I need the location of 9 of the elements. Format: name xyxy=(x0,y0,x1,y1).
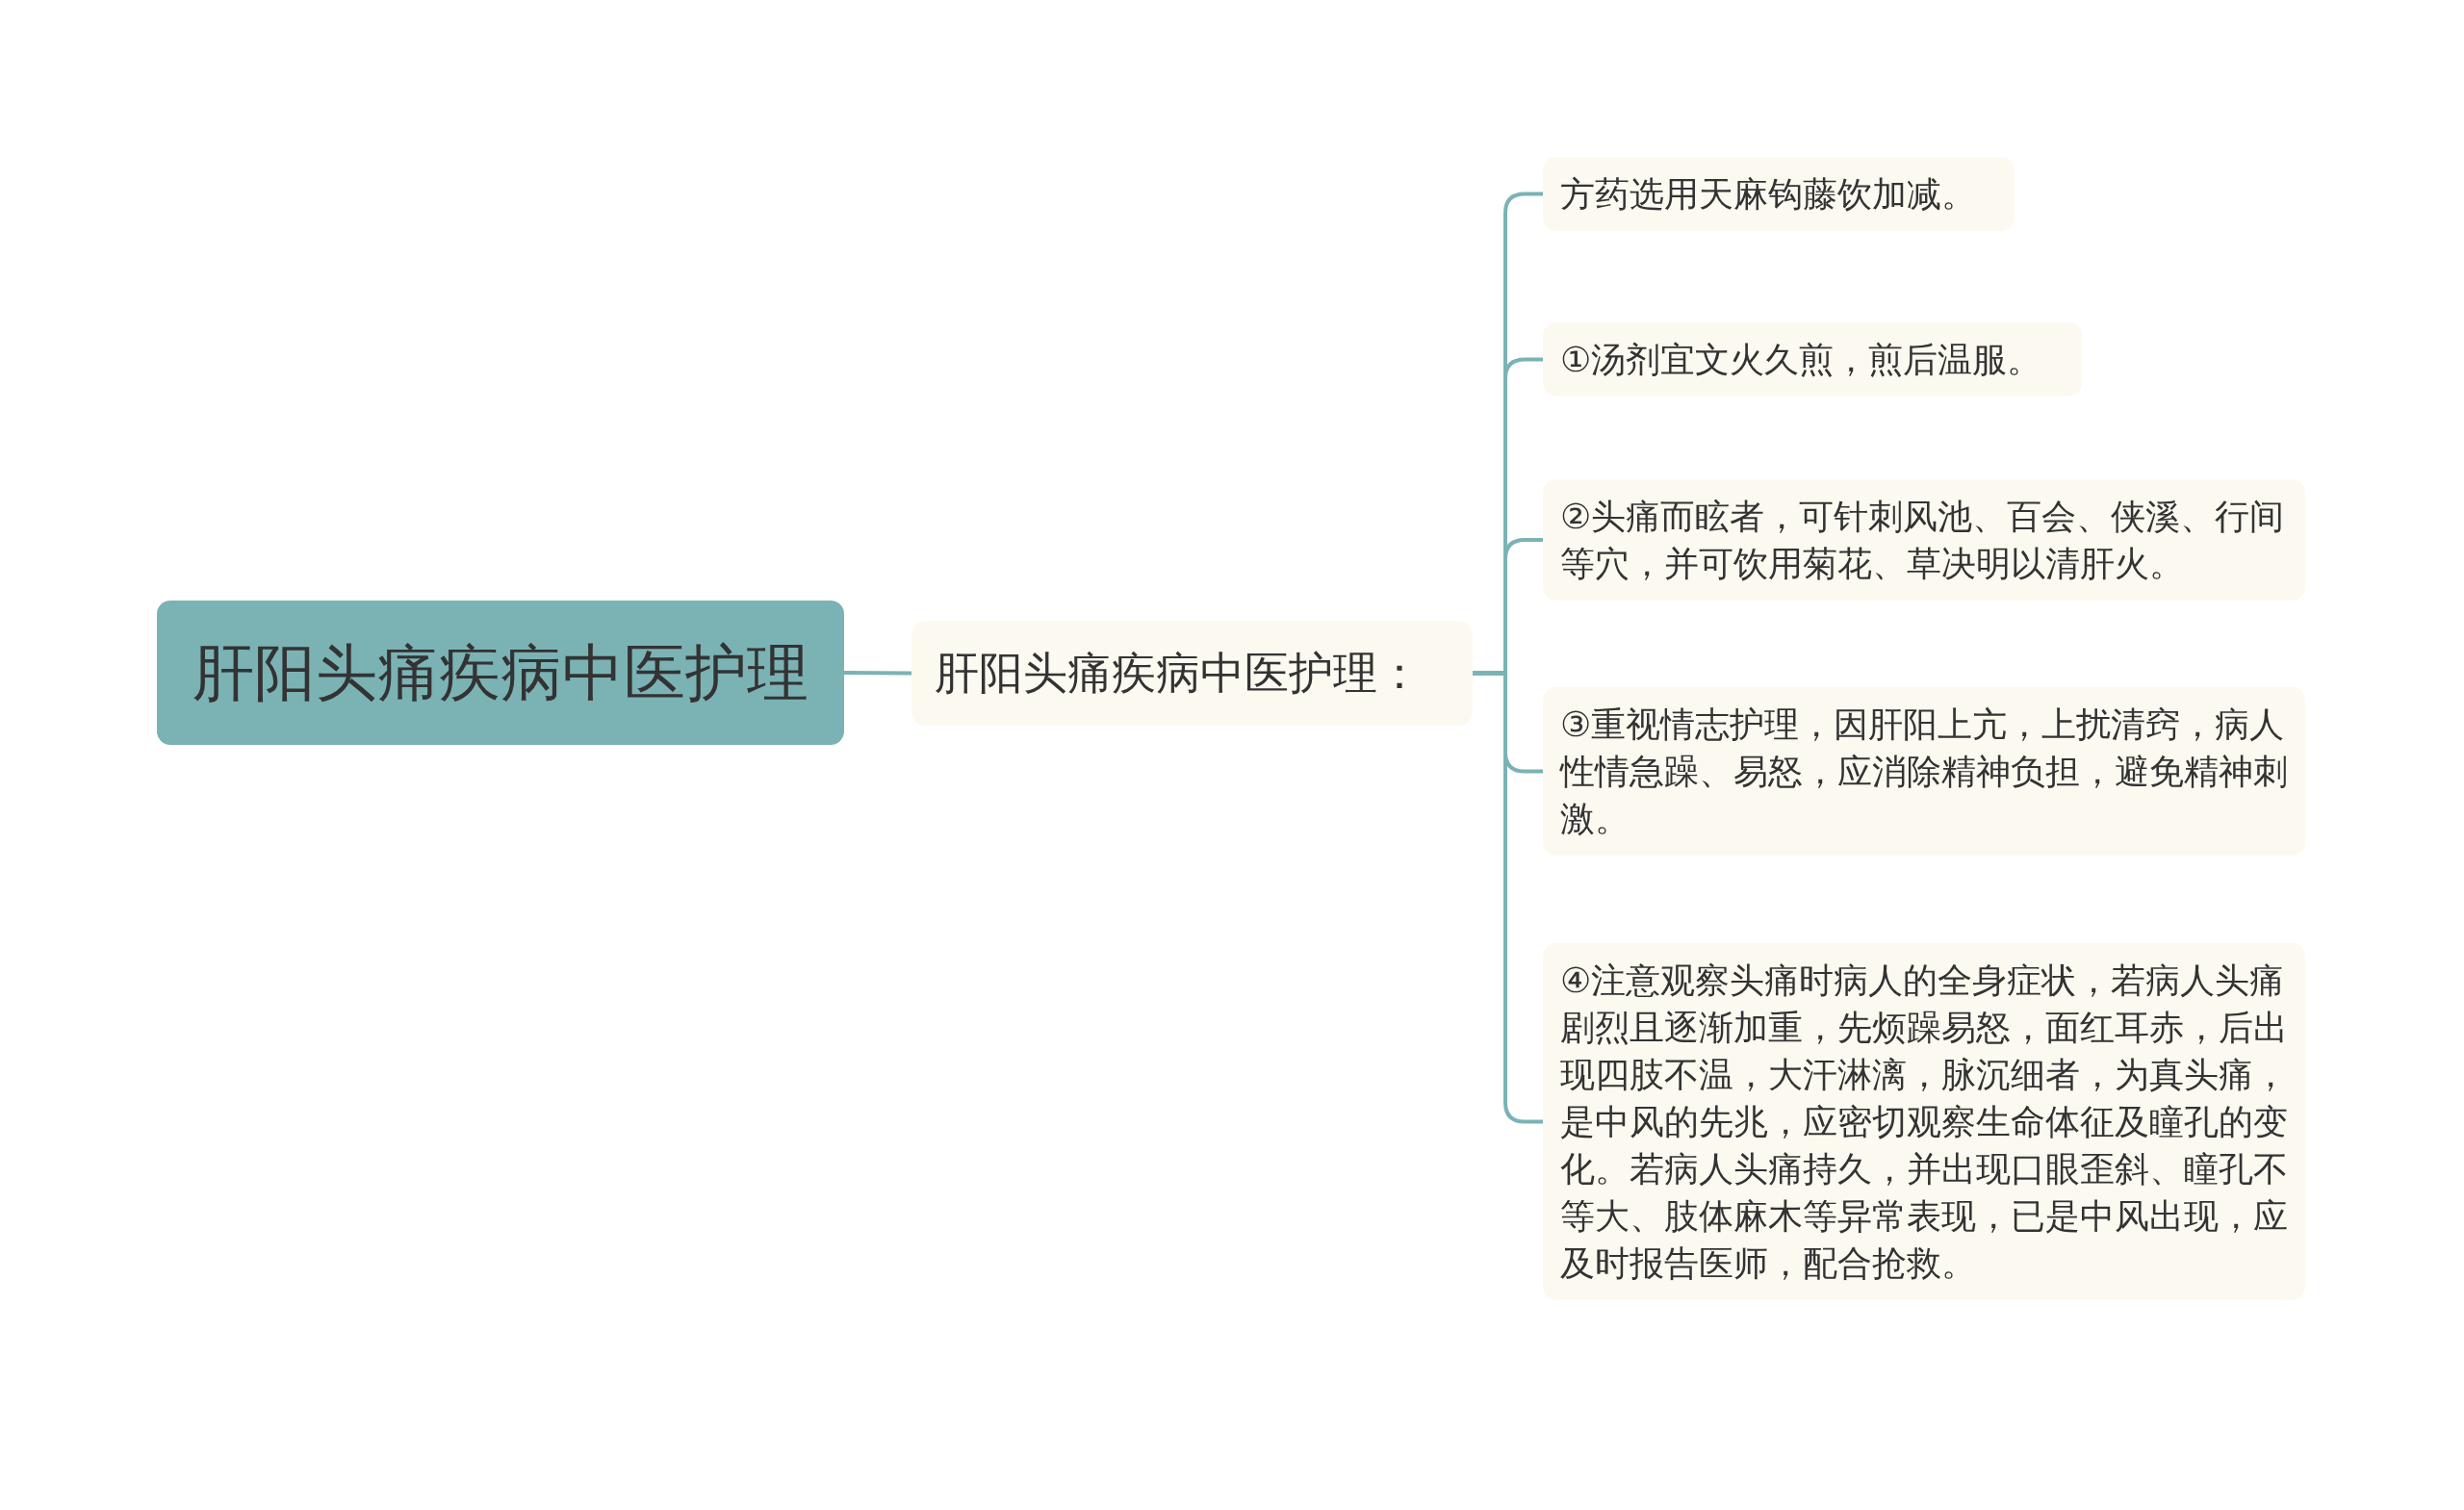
text-box: 方药选用天麻钩藤饮加减。 xyxy=(1543,157,2015,231)
text-box: ④注意观察头痛时病人的全身症状，若病人头痛剧烈且逐渐加重，先烦躁易怒，面红耳赤，后出现四肢不温，大汗淋漓，脉沉细者，为真头痛，是中风的先兆，应密切观察生命体征及瞳孔的变化。若病人头痛持久，并出现口眼歪斜、瞳孔不等大、肢体麻木等异常表现，已是中风出现，应及时报告医师，配合抢救。 xyxy=(1543,943,2305,1300)
connector-line xyxy=(1473,671,1543,1124)
text-box: ①汤剂宜文火久煎，煎后温服。 xyxy=(1543,322,2082,397)
connector-line xyxy=(844,671,911,676)
text-box: ②头痛而眩者，可针刺风池、百会、侠溪、行间等穴，并可饮用菊花、草决明以清肝火。 xyxy=(1543,479,2305,601)
topic-box: 肝阳头痛疾病中医护理： xyxy=(911,621,1473,726)
text-box: ③重视情志护理，因肝阳上亢，上扰清窍，病人性情急躁、易怒，应消除精神负担，避免精神刺激。 xyxy=(1543,687,2305,856)
root-topic-box: 肝阳头痛疾病中医护理 xyxy=(157,601,844,745)
